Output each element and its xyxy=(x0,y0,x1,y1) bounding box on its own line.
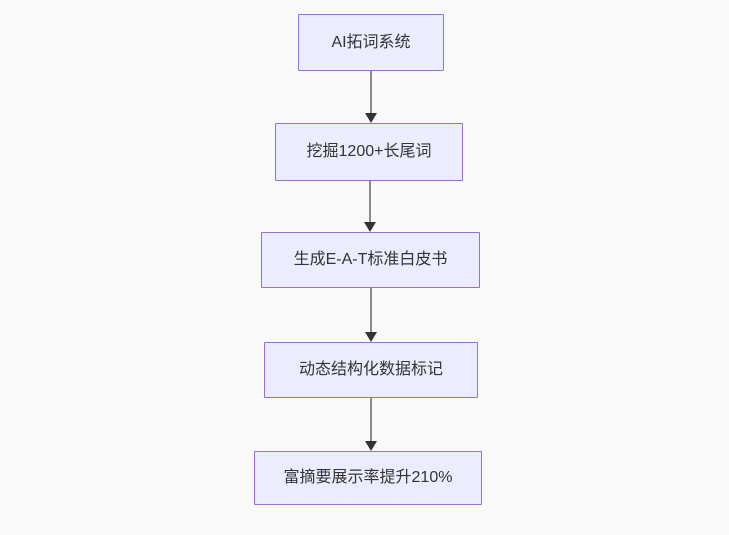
flow-node-label: 挖掘1200+长尾词 xyxy=(306,143,432,161)
flow-node-structured-data: 动态结构化数据标记 xyxy=(264,342,478,398)
edge-line xyxy=(369,181,371,225)
arrow-down-icon xyxy=(364,222,376,232)
flow-node-ai-word-expansion: AI拓词系统 xyxy=(298,14,444,71)
flow-node-longtail-mining: 挖掘1200+长尾词 xyxy=(275,123,463,181)
flow-edge-3 xyxy=(365,288,377,342)
edge-line xyxy=(370,71,372,116)
flow-node-rich-snippet-result: 富摘要展示率提升210% xyxy=(254,451,482,505)
flow-edge-2 xyxy=(364,181,376,232)
arrow-down-icon xyxy=(365,441,377,451)
edge-line xyxy=(370,398,372,444)
edge-line xyxy=(370,288,372,335)
flow-edge-4 xyxy=(365,398,377,451)
flow-node-label: 动态结构化数据标记 xyxy=(298,361,443,379)
flow-node-label: AI拓词系统 xyxy=(331,33,411,51)
arrow-down-icon xyxy=(365,332,377,342)
flow-edge-1 xyxy=(365,71,377,123)
flow-node-label: 富摘要展示率提升210% xyxy=(283,469,453,487)
arrow-down-icon xyxy=(365,113,377,123)
flow-node-label: 生成E-A-T标准白皮书 xyxy=(293,251,448,269)
flow-node-eat-whitepaper: 生成E-A-T标准白皮书 xyxy=(261,232,480,288)
